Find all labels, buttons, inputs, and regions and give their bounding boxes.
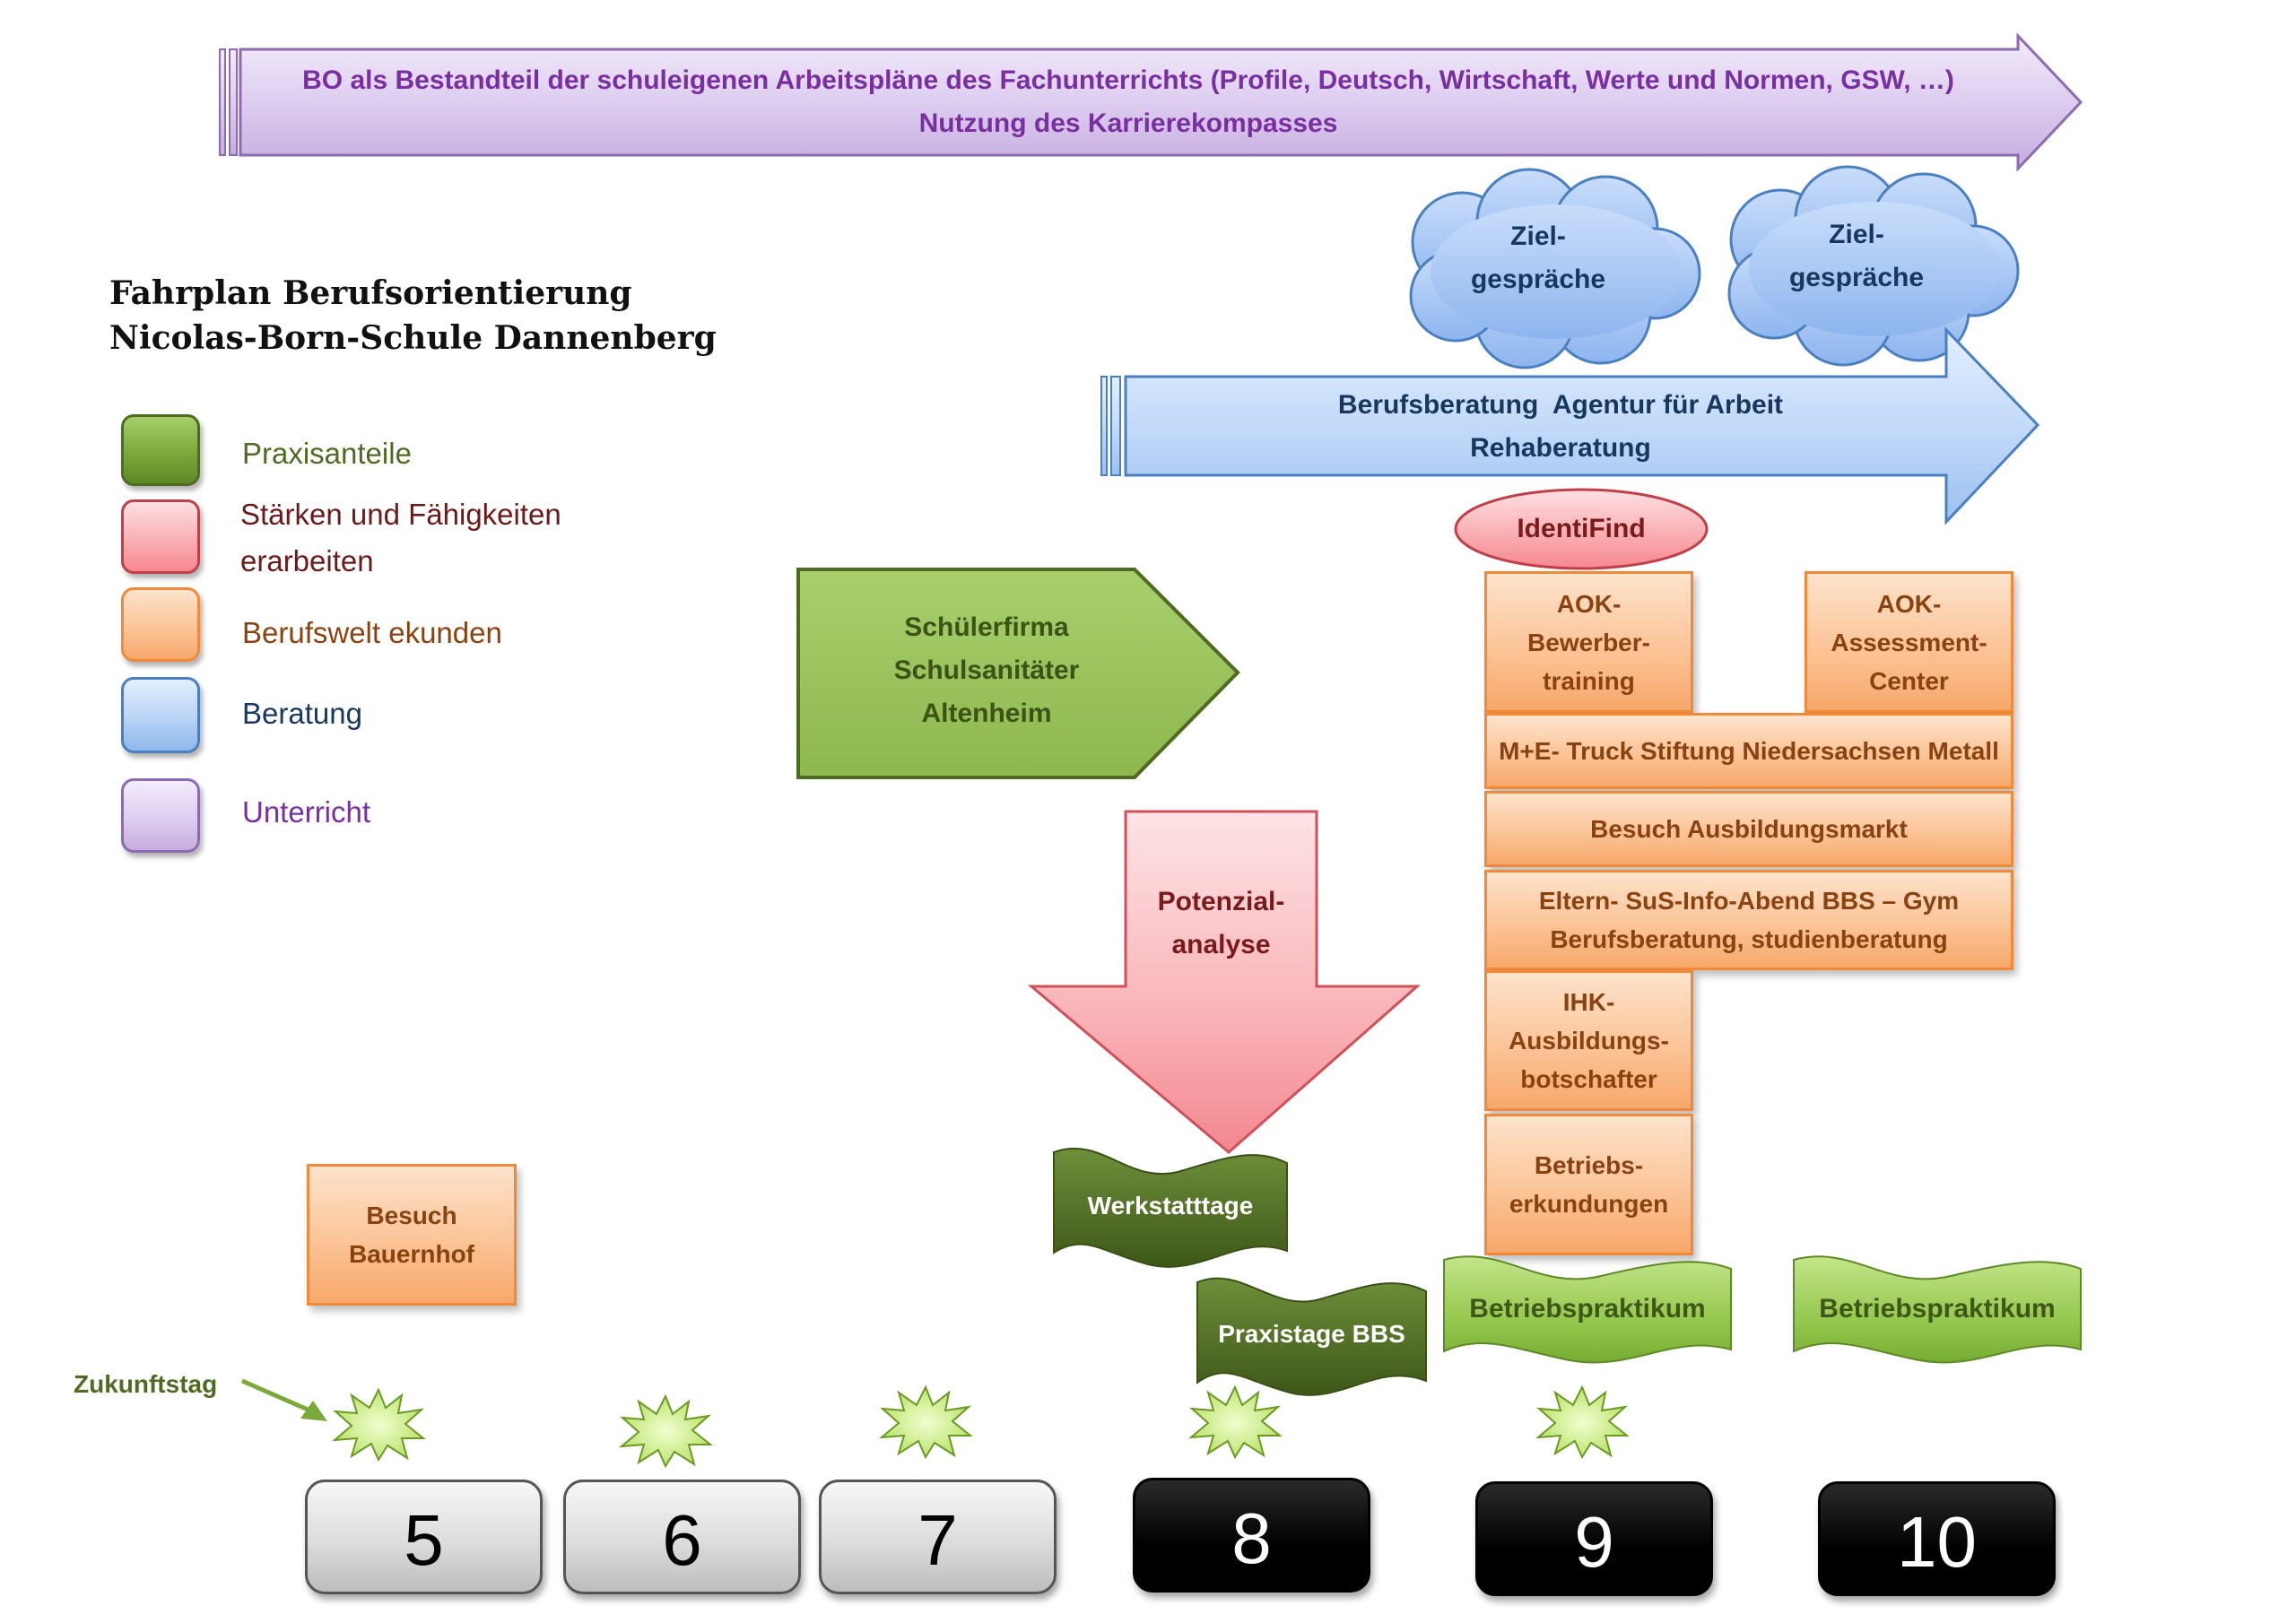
banner-praxistage	[1196, 1277, 1427, 1396]
ihk-line1: IHK-	[1562, 988, 1615, 1016]
cloud-2-line1: Ziel-	[1829, 220, 1884, 249]
legend-swatch-beratung	[121, 677, 200, 753]
cloud-zielgespraeche-1-text: Ziel- gespräche	[1395, 204, 1682, 312]
banner-betriebspraktikum-9-text: Betriebspraktikum	[1439, 1278, 1735, 1341]
page-title-line1: Fahrplan Berufsorientierung	[109, 274, 632, 312]
legend-label-staerken-line2: erarbeiten	[240, 544, 374, 577]
box-ausbildungsmarkt: Besuch Ausbildungsmarkt	[1484, 791, 2013, 867]
year-8: 8	[1133, 1478, 1370, 1593]
aok-assessment-line2: Assessment-	[1831, 628, 1987, 656]
aok-bewerber-line2: Bewerber-	[1527, 628, 1650, 656]
zukunftstag-pointer-arrow	[240, 1378, 327, 1421]
aok-bewerber-line1: AOK-	[1556, 589, 1622, 618]
bauernhof-line1: Besuch	[366, 1202, 457, 1229]
aok-assessment-line1: AOK-	[1876, 589, 1942, 618]
box-eltern-info-abend: Eltern- SuS-Info-Abend BBS – Gym Berufsb…	[1484, 870, 2013, 970]
cloud-1-line2: gespräche	[1470, 265, 1606, 294]
potenzialanalyse-arrow	[1027, 810, 1421, 1154]
banner-betriebspraktikum-10	[1793, 1255, 2082, 1364]
legend-swatch-unterricht	[121, 778, 200, 853]
identifind-text: IdentiFind	[1517, 514, 1646, 543]
betriebs-line1: Betriebs-	[1534, 1151, 1644, 1179]
cloud-zielgespraeche-2	[1727, 165, 2020, 367]
eltern-line1: Eltern- SuS-Info-Abend BBS – Gym	[1538, 887, 1960, 915]
year-10: 10	[1818, 1481, 2056, 1596]
eltern-line2: Berufsberatung, studienberatung	[1550, 925, 1948, 953]
unterricht-arrow-line2: Nutzung des Karrierekompasses	[918, 108, 1338, 138]
box-betriebserkundungen: Betriebs- erkundungen	[1484, 1114, 1693, 1255]
zukunftstag-burst-5	[331, 1387, 426, 1462]
zukunftstag-burst-8	[1187, 1384, 1283, 1460]
ausbildungsmarkt-text: Besuch Ausbildungsmarkt	[1590, 815, 1908, 843]
aok-bewerber-line3: training	[1543, 666, 1635, 695]
box-ihk: IHK- Ausbildungs- botschafter	[1484, 970, 1693, 1111]
year-7: 7	[819, 1480, 1057, 1594]
legend-label-staerken-line1: Stärken und Fähigkeiten	[240, 498, 561, 531]
cloud-2-line2: gespräche	[1788, 263, 1925, 292]
unterricht-arrow	[219, 32, 2083, 172]
beratung-arrow-text: Berufsberatung Agentur für Arbeit Rehabe…	[1130, 382, 1991, 472]
year-6: 6	[563, 1480, 801, 1594]
banner-praxistage-text: Praxistage BBS	[1197, 1298, 1426, 1370]
cloud-1-line1: Ziel-	[1510, 221, 1566, 251]
zukunftstag-burst-7	[878, 1384, 973, 1460]
zukunftstag-label: Zukunftstag	[74, 1370, 218, 1398]
unterricht-arrow-text: BO als Bestandteil der schuleigenen Arbe…	[240, 54, 2016, 151]
legend-label-staerken: Stärken und Fähigkeiten erarbeiten	[240, 491, 561, 585]
legend-label-unterricht: Unterricht	[242, 795, 371, 829]
banner-betriebspraktikum-9	[1443, 1255, 1732, 1364]
zukunftstag-burst-9	[1535, 1384, 1630, 1460]
praxistage-label: Praxistage BBS	[1218, 1320, 1405, 1348]
betriebs-line2: erkundungen	[1509, 1190, 1669, 1218]
beratung-arrow-line2: Rehaberatung	[1470, 433, 1651, 463]
betriebspraktikum-9-label: Betriebspraktikum	[1469, 1294, 1706, 1324]
aok-assessment-line3: Center	[1869, 666, 1949, 695]
banner-werkstatttage	[1053, 1147, 1288, 1268]
schuelerfirma-arrow	[796, 568, 1240, 779]
schuelerfirma-line1: Schülerfirma	[904, 612, 1069, 642]
banner-werkstatttage-text: Werkstatttage	[1054, 1170, 1287, 1242]
box-truck: M+E- Truck Stiftung Niedersachsen Metall	[1484, 713, 2013, 789]
page-title-line2: Nicolas-Born-Schule Dannenberg	[109, 319, 717, 357]
potenzialanalyse-line2: analyse	[1171, 930, 1271, 959]
box-bauernhof: Besuch Bauernhof	[307, 1164, 517, 1306]
cloud-zielgespraeche-2-text: Ziel- gespräche	[1713, 203, 2000, 310]
banner-betriebspraktikum-10-text: Betriebspraktikum	[1789, 1278, 2085, 1341]
ihk-line2: Ausbildungs-	[1509, 1027, 1669, 1055]
schuelerfirma-line2: Schulsanitäter	[893, 655, 1080, 685]
betriebspraktikum-10-label: Betriebspraktikum	[1819, 1294, 2056, 1324]
identifind-label: IdentiFind	[1448, 493, 1714, 565]
box-aok-assessment: AOK- Assessment- Center	[1805, 571, 2013, 713]
year-5: 5	[305, 1480, 543, 1594]
zukunftstag-burst-6	[618, 1393, 713, 1469]
truck-text: M+E- Truck Stiftung Niedersachsen Metall	[1499, 737, 1999, 765]
legend-swatch-praxis	[121, 414, 200, 486]
cloud-zielgespraeche-1	[1409, 168, 1701, 369]
year-9: 9	[1475, 1481, 1713, 1596]
box-aok-bewerbertraining: AOK- Bewerber- training	[1484, 571, 1693, 713]
ihk-line3: botschafter	[1520, 1065, 1657, 1093]
legend-swatch-berufswelt	[121, 587, 200, 662]
beratung-arrow-line1: Berufsberatung Agentur für Arbeit	[1337, 390, 1784, 420]
schuelerfirma-line3: Altenheim	[921, 698, 1052, 728]
potenzialanalyse-text: Potenzial- analyse	[1126, 874, 1317, 973]
legend-label-beratung: Beratung	[242, 697, 362, 730]
bauernhof-line2: Bauernhof	[349, 1240, 474, 1268]
legend-swatch-staerken	[121, 499, 200, 574]
unterricht-arrow-line1: BO als Bestandteil der schuleigenen Arbe…	[302, 65, 1954, 95]
legend-label-berufswelt: Berufswelt ekunden	[242, 616, 502, 649]
schuelerfirma-text: Schülerfirma Schulsanitäter Altenheim	[807, 574, 1166, 767]
potenzialanalyse-line1: Potenzial-	[1157, 887, 1285, 916]
werkstatttage-label: Werkstatttage	[1087, 1192, 1254, 1219]
beratung-arrow	[1100, 326, 2040, 525]
legend-label-praxis: Praxisanteile	[242, 437, 412, 470]
page-title: Fahrplan Berufsorientierung Nicolas-Born…	[109, 271, 737, 360]
identifind-ellipse	[1454, 488, 1709, 570]
